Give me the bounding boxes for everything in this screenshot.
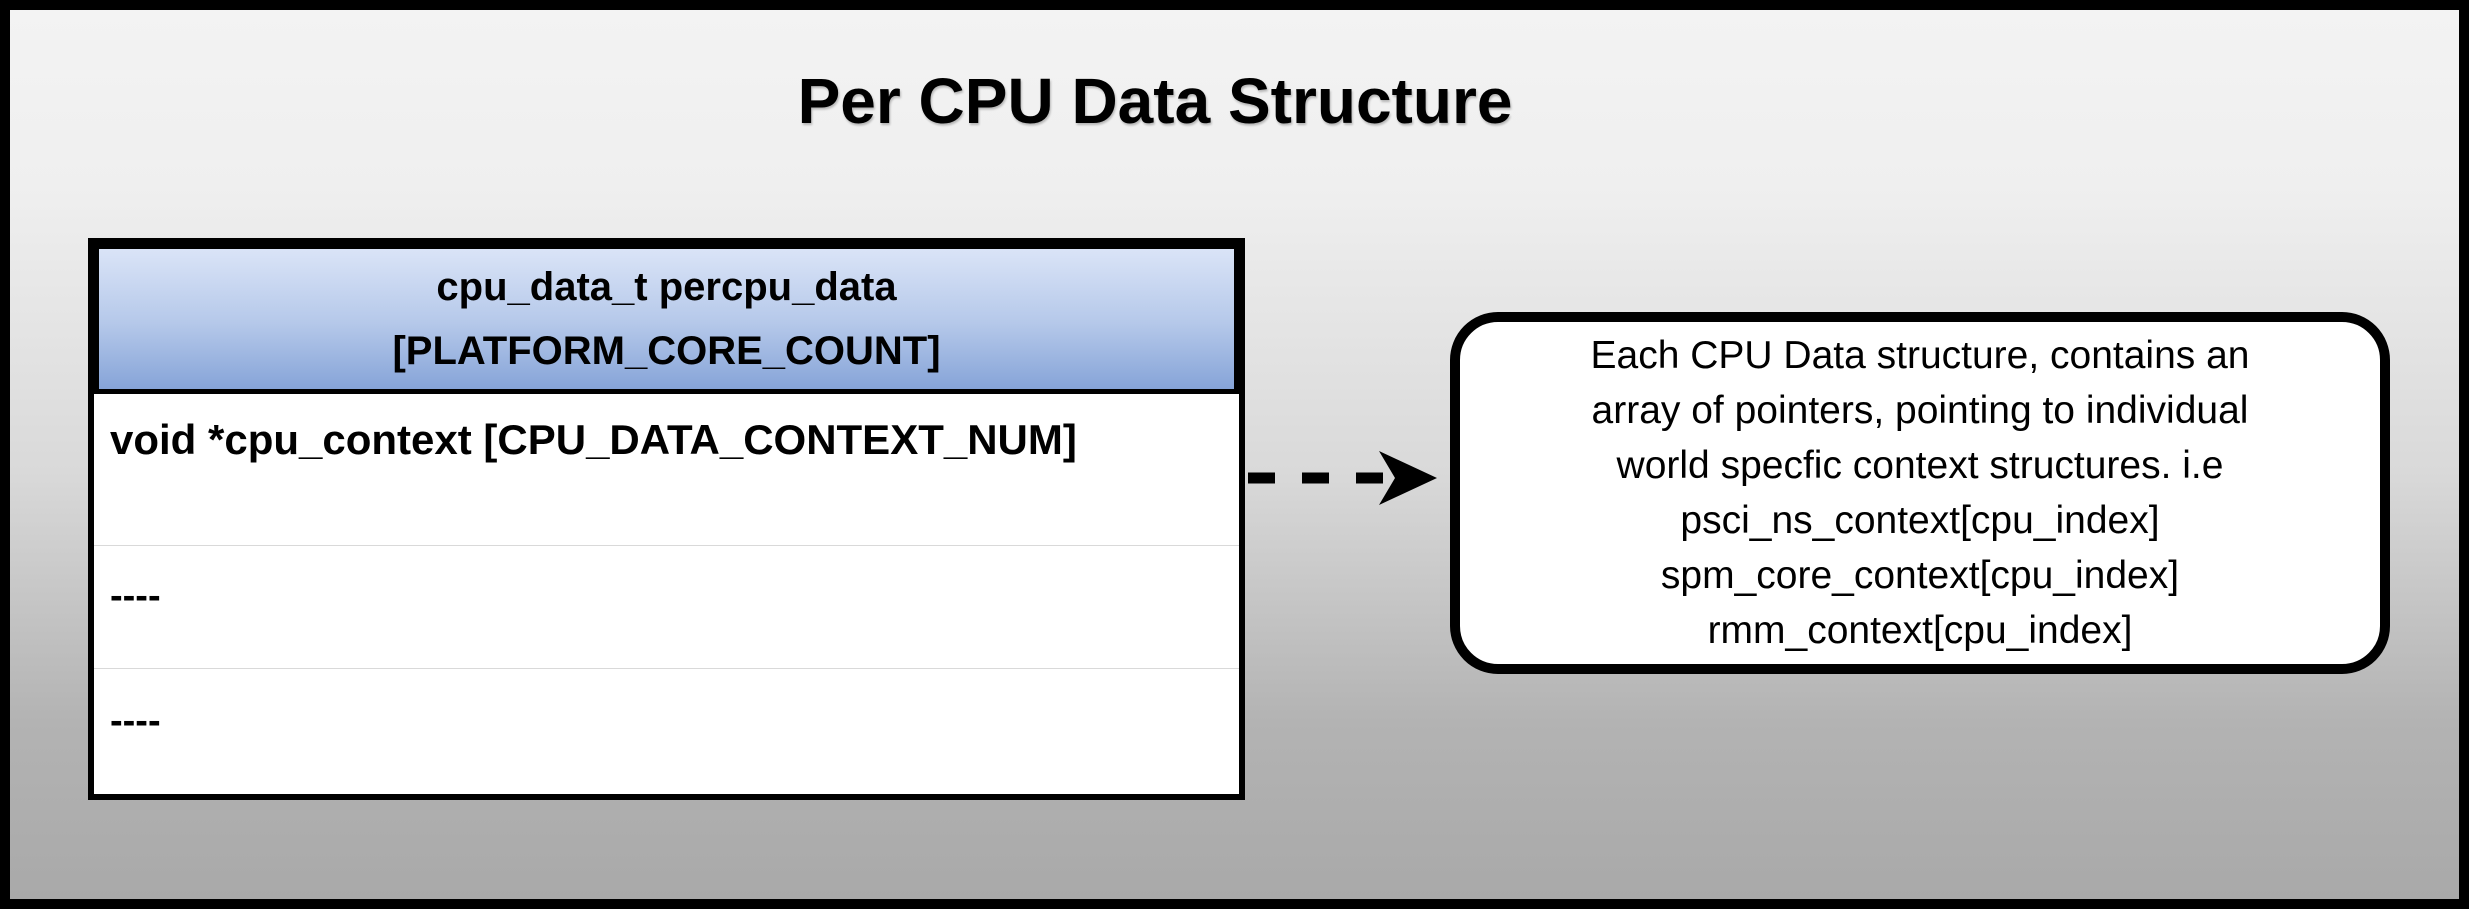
- table-row-placeholder-1: ----: [94, 546, 1239, 669]
- table-row-cpu-context: void *cpu_context [CPU_DATA_CONTEXT_NUM]: [94, 394, 1239, 546]
- diagram-title: Per CPU Data Structure: [797, 65, 1513, 137]
- callout-line: world specfic context structures. i.e: [1616, 444, 2224, 487]
- callout-line: spm_core_context[cpu_index]: [1660, 554, 2180, 597]
- arrowhead-icon: [1379, 451, 1437, 505]
- dashed-arrow: [1248, 451, 1437, 505]
- callout-line: psci_ns_context[cpu_index]: [1680, 499, 2160, 542]
- cpu-data-table: cpu_data_t percpu_data [PLATFORM_CORE_CO…: [88, 238, 1245, 800]
- callout-line: Each CPU Data structure, contains an: [1590, 334, 2250, 377]
- callout-line: array of pointers, pointing to individua…: [1591, 389, 2249, 432]
- annotation-callout: Each CPU Data structure, contains an arr…: [1450, 312, 2390, 674]
- table-header-line1: cpu_data_t percpu_data: [436, 265, 897, 309]
- table-header-line2: [PLATFORM_CORE_COUNT]: [392, 329, 941, 373]
- callout-line: rmm_context[cpu_index]: [1707, 609, 2133, 652]
- table-header: cpu_data_t percpu_data [PLATFORM_CORE_CO…: [94, 244, 1239, 394]
- table-row-placeholder-2: ----: [94, 669, 1239, 794]
